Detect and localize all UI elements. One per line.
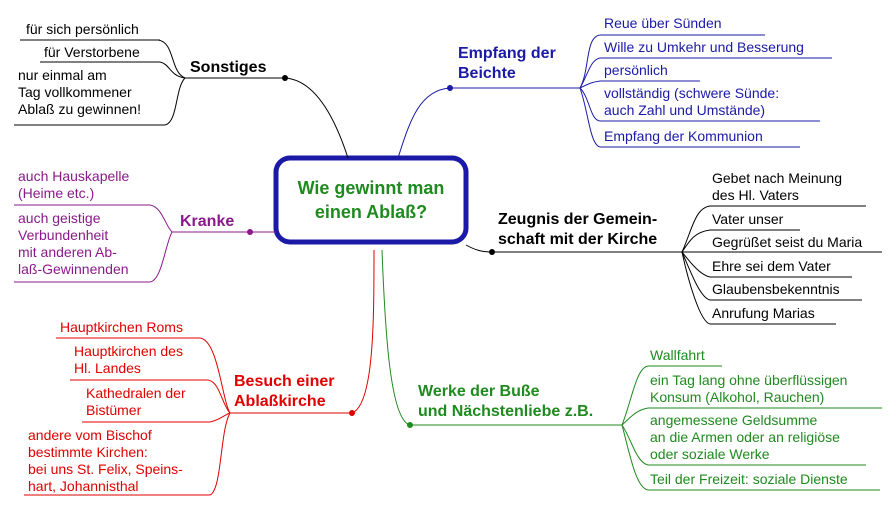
werke-item-1: Wallfahrt — [650, 347, 705, 363]
branch-kranke-label: Kranke — [180, 213, 235, 230]
center-box-border — [273, 155, 469, 245]
werke-item-3: angemessene Geldsumme an die Armen oder … — [650, 412, 840, 462]
sonstiges-item-2: für Verstorbene — [44, 44, 140, 60]
beichte-item-1: Reue über Sünden — [604, 15, 722, 31]
beichte-item-5: Empfang der Kommunion — [604, 128, 763, 144]
zeugnis-item-2: Vater unser — [712, 211, 784, 227]
zeugnis-item-4: Ehre sei dem Vater — [712, 258, 831, 274]
zeugnis-item-3: Gegrüßet seist du Maria — [712, 234, 863, 250]
branch-besuch-label: Besuch einer Ablaßkirche — [234, 373, 335, 410]
werke-connectors — [381, 249, 882, 491]
zeugnis-item-1: Gebet nach Meinung des Hl. Vaters — [712, 170, 842, 203]
sonstiges-item-1: für sich persönlich — [26, 21, 139, 37]
besuch-connectors — [24, 249, 375, 496]
beichte-item-4: vollständig (schwere Sünde: auch Zahl un… — [604, 85, 780, 118]
branch-werke-label: Werke der Buße und Nächstenliebe z.B. — [418, 383, 594, 420]
kranke-item-1: auch Hauskapelle (Heime etc.) — [18, 168, 130, 201]
branch-zeugnis-label: Zeugnis der Gemein- schaft mit der Kirch… — [498, 211, 658, 248]
besuch-item-3: Kathedralen der Bistümer — [86, 385, 186, 418]
beichte-item-3: persönlich — [604, 62, 668, 78]
beichte-item-2: Wille zu Umkehr und Besserung — [604, 39, 804, 55]
kranke-item-2: auch geistige Verbundenheit mit anderen … — [18, 210, 129, 277]
werke-item-2: ein Tag lang ohne überflüssigen Konsum (… — [650, 372, 848, 405]
besuch-item-4: andere vom Bischof bestimmte Kirchen: be… — [28, 427, 183, 494]
center-topic: Wie gewinnt man einen Ablaß? — [297, 178, 445, 222]
kranke-connectors — [14, 204, 276, 283]
zeugnis-connectors — [465, 205, 882, 325]
besuch-item-1: Hauptkirchen Roms — [60, 319, 183, 335]
branch-sonstiges-label: Sonstiges — [190, 59, 267, 76]
branch-beichte-label: Empfang der Beichte — [458, 45, 556, 82]
werke-item-4: Teil der Freizeit: soziale Dienste — [650, 471, 848, 487]
besuch-item-2: Hauptkirchen des Hl. Landes — [74, 343, 183, 376]
sonstiges-item-3: nur einmal am Tag vollkommener Ablaß zu … — [18, 67, 141, 117]
sonstiges-connectors — [14, 39, 349, 159]
zeugnis-item-6: Anrufung Marias — [712, 305, 815, 321]
beichte-connectors — [397, 34, 832, 159]
zeugnis-item-5: Glaubensbekenntnis — [712, 281, 840, 297]
